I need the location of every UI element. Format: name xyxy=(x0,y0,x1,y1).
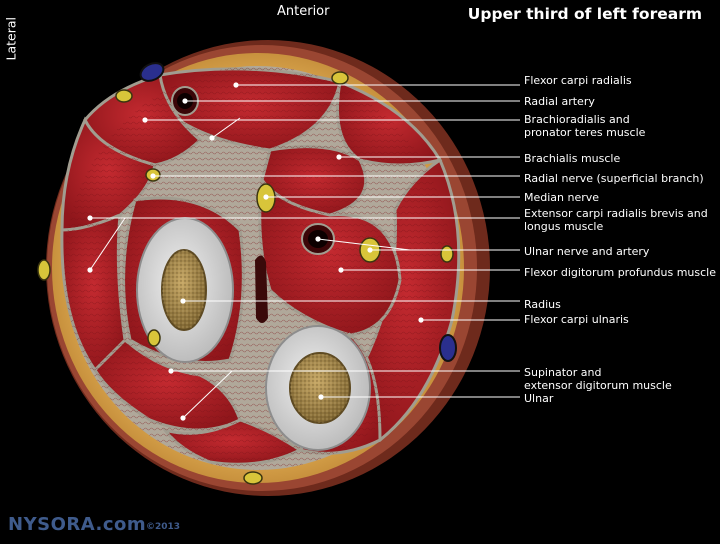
label-flexor-carpi-ulnaris: Flexor carpi ulnaris xyxy=(524,313,629,326)
label-brachioradialis-pronator: Brachioradialis and pronator teres muscl… xyxy=(524,113,645,139)
label-line: Median nerve xyxy=(524,191,600,204)
label-radius: Radius xyxy=(524,298,561,311)
label-median-nerve: Median nerve xyxy=(524,191,599,204)
copyright: ©2013 xyxy=(146,522,181,532)
label-flexor-carpi-radialis: Flexor carpi radialis xyxy=(524,74,632,87)
ulna-bone xyxy=(265,325,371,451)
label-line: Radial artery xyxy=(524,95,595,108)
label-radial-artery: Radial artery xyxy=(524,95,595,108)
label-brachialis: Brachialis muscle xyxy=(524,152,620,165)
label-line: Radius xyxy=(524,298,561,311)
label-line: Flexor carpi radialis xyxy=(524,74,632,87)
label-line: longus muscle xyxy=(524,220,604,233)
label-line: Supinator and xyxy=(524,366,602,379)
label-line: Brachioradialis and xyxy=(524,113,630,126)
label-line: pronator teres muscle xyxy=(524,126,646,139)
label-radial-nerve: Radial nerve (superficial branch) xyxy=(524,172,704,185)
label-line: Flexor carpi ulnaris xyxy=(524,313,629,326)
label-line: Ulnar nerve and artery xyxy=(524,245,650,258)
interosseous-membrane xyxy=(255,255,268,323)
diagram-title: Upper third of left forearm xyxy=(467,5,702,23)
label-ulnar: Ulnar xyxy=(524,392,553,405)
radius-bone xyxy=(136,217,234,363)
label-extensor-carpi-radialis: Extensor carpi radialis brevis and longu… xyxy=(524,207,708,233)
label-line: Extensor carpi radialis brevis and xyxy=(524,207,708,220)
orientation-lateral: Lateral xyxy=(3,17,19,61)
label-line: Flexor digitorum profundus muscle xyxy=(524,266,716,279)
label-line: Ulnar xyxy=(524,392,554,405)
orientation-anterior: Anterior xyxy=(277,4,330,19)
label-line: extensor digitorum muscle xyxy=(524,379,672,392)
label-flexor-digitorum-profundus: Flexor digitorum profundus muscle xyxy=(524,266,716,279)
brand-logo: NYSORA.com xyxy=(8,514,147,535)
label-line: Radial nerve (superficial branch) xyxy=(524,172,704,185)
leader-dots xyxy=(87,82,424,421)
vein-icons xyxy=(139,62,457,362)
leader-lines xyxy=(89,84,520,419)
label-supinator-extensor: Supinator and extensor digitorum muscle xyxy=(524,366,672,392)
label-line: Brachialis muscle xyxy=(524,152,621,165)
label-ulnar-nerve-artery: Ulnar nerve and artery xyxy=(524,245,649,258)
